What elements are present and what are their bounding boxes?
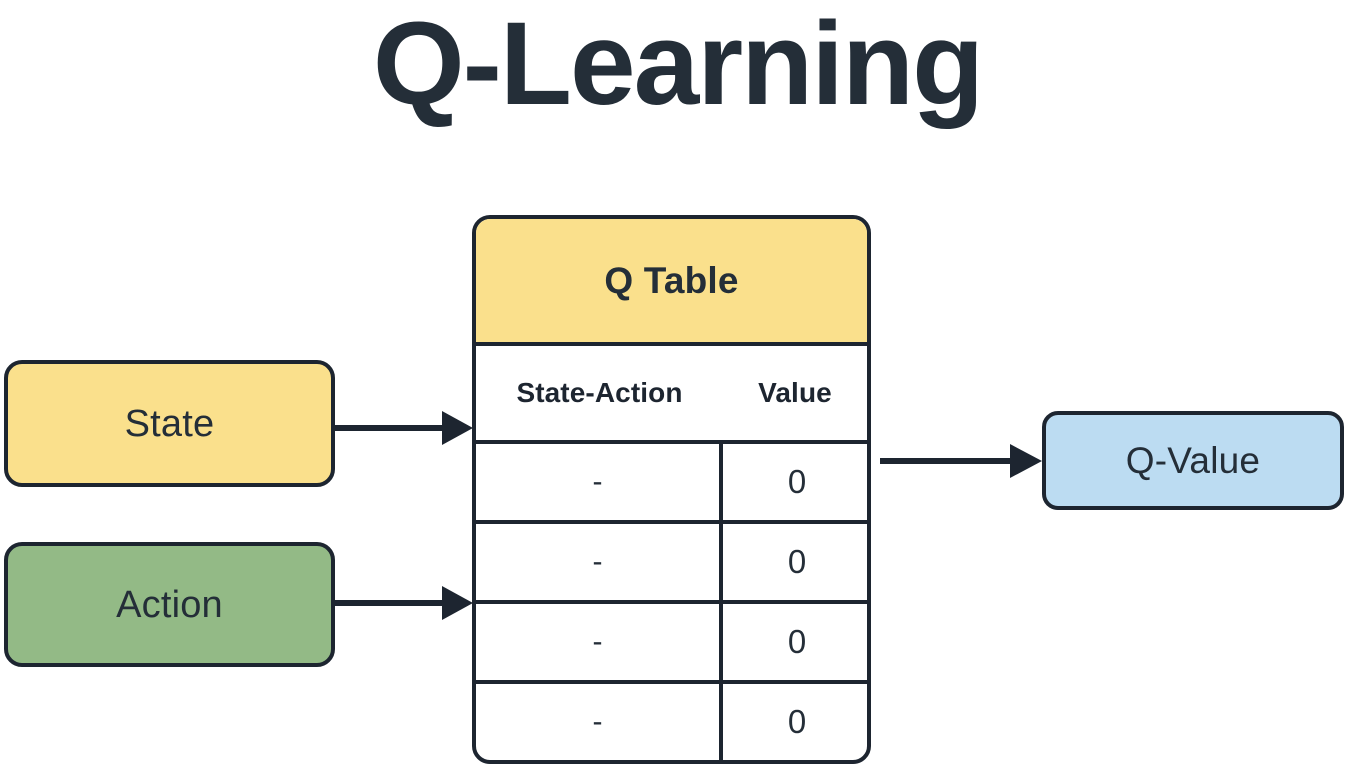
q-table-column-headers: State-Action Value <box>476 346 867 444</box>
cell-value: 0 <box>787 703 807 740</box>
table-row[interactable]: - 0 <box>476 684 867 760</box>
cell-value: 0 <box>787 543 807 580</box>
column-header-state-action: State-Action <box>516 377 683 408</box>
table-row[interactable]: - 0 <box>476 604 867 684</box>
cell-value: 0 <box>787 623 807 660</box>
node-state[interactable]: State <box>4 360 335 487</box>
node-q-value[interactable]: Q-Value <box>1042 411 1344 510</box>
cell-value: 0 <box>787 463 807 500</box>
node-action[interactable]: Action <box>4 542 335 667</box>
arrow-action-to-q-table <box>330 580 480 626</box>
cell-state-action: - <box>476 684 723 760</box>
table-row[interactable]: - 0 <box>476 524 867 604</box>
node-q-value-label: Q-Value <box>1125 440 1261 481</box>
q-table-title-bar: Q Table <box>476 219 867 346</box>
cell-state-action: - <box>476 524 723 600</box>
cell-state-action: - <box>476 444 723 520</box>
page-title: Q-Learning <box>372 0 984 130</box>
column-header-value: Value <box>758 377 832 408</box>
node-state-label: State <box>124 402 215 445</box>
table-row[interactable]: - 0 <box>476 444 867 524</box>
q-table[interactable]: Q Table State-Action Value - 0 - 0 - 0 -… <box>472 215 871 764</box>
q-table-title-label: Q Table <box>604 259 739 301</box>
cell-state-action: - <box>476 604 723 680</box>
arrow-state-to-q-table <box>330 405 480 451</box>
arrow-q-table-to-q-value <box>878 438 1048 484</box>
node-action-label: Action <box>116 583 223 626</box>
q-table-body: - 0 - 0 - 0 - 0 <box>476 444 867 760</box>
